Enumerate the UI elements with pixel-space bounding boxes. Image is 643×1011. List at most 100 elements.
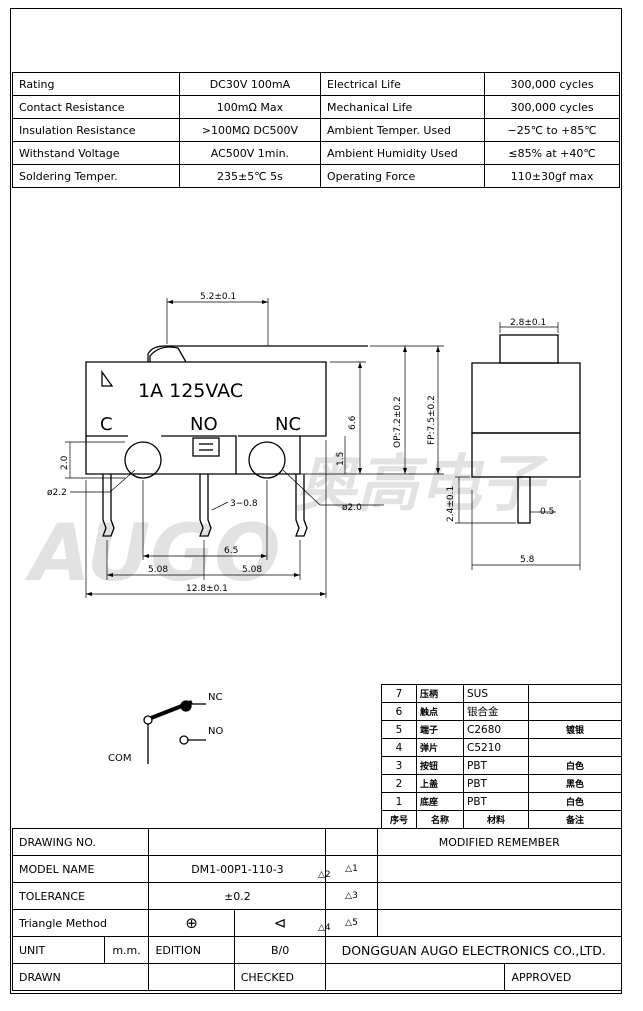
spec-cell-k1: Soldering Temper. [12, 164, 180, 188]
spec-cell-k1: Insulation Resistance [12, 118, 180, 142]
parts-cell-n: 7 [381, 684, 417, 703]
company-name: DONGGUAN AUGO ELECTRONICS CO.,LTD. [325, 936, 622, 964]
dim-2-0: 2.0 [60, 455, 70, 470]
parts-cell-n: 6 [381, 702, 417, 721]
dim-6-5: 6.5 [224, 546, 238, 556]
unit-value: m.m. [103, 936, 150, 964]
lever [147, 345, 368, 362]
parts-cell-mat: 银合金 [463, 702, 529, 721]
dim-5-08-right: 5.08 [242, 565, 262, 575]
dim-phi-2-0: ø2.0 [342, 503, 362, 513]
spec-cell-k1: Withstand Voltage [12, 141, 180, 165]
switch-drawing: AUGO 奥高电子 [24, 292, 581, 599]
parts-cell-n: 2 [381, 774, 417, 793]
projection-cone-icon: ⊲ [233, 909, 327, 937]
rev-1: △1 [325, 855, 378, 883]
parts-cell-n: 3 [381, 756, 417, 775]
spec-cell-v1: AC500V 1min. [178, 141, 322, 165]
dim-1-5: 1.5 [336, 452, 346, 466]
rev-4: △4 [318, 923, 331, 933]
tolerance-value: ±0.2 [148, 882, 327, 910]
parts-cell-remark: 白色 [528, 792, 622, 811]
dim-3: 3−0.8 [230, 499, 258, 509]
modified-remember: MODIFIED REMEMBER [376, 828, 623, 856]
parts-header-row: 序号名称材料备注 [381, 810, 622, 829]
parts-cell-name: 上盖 [416, 774, 464, 793]
parts-cell-mat: PBT [463, 756, 529, 775]
drawn-label: DRAWN [11, 963, 150, 991]
approved-label: APPROVED [504, 963, 622, 991]
terminal-c-label: C [100, 414, 113, 435]
rev-5: △5 [325, 909, 378, 937]
dim-op: OP:7.2±0.2 [393, 396, 403, 448]
triangle-method-label: Triangle Method [11, 909, 150, 937]
parts-cell-name: 弹片 [416, 738, 464, 757]
parts-cell-mat: PBT [463, 774, 529, 793]
parts-cell-remark: 镀银 [528, 720, 622, 739]
parts-cell-name: 端子 [416, 720, 464, 739]
checked-label: CHECKED [233, 963, 327, 991]
parts-cell-n: 4 [381, 738, 417, 757]
dim-6-6: 6.6 [348, 415, 358, 430]
dim-2-4: 2.4±0.1 [446, 486, 456, 522]
parts-cell-n: 序号 [381, 810, 417, 829]
spec-cell-k2: Electrical Life [319, 72, 486, 96]
parts-cell-remark [528, 738, 622, 757]
parts-cell-name: 压柄 [416, 684, 464, 703]
watermark-en: AUGO [24, 509, 281, 599]
schematic-labels: NC NO COM [108, 692, 223, 764]
dim-phi-2-2: ø2.2 [47, 488, 67, 498]
dim-0-5: 0.5 [540, 507, 554, 517]
parts-cell-mat: 材料 [463, 810, 529, 829]
parts-cell-mat: PBT [463, 792, 529, 811]
spec-cell-k2: Operating Force [319, 164, 486, 188]
edition-value: B/0 [233, 936, 327, 964]
spec-cell-v1: DC30V 100mA [178, 72, 322, 96]
parts-cell-remark [528, 702, 622, 721]
parts-cell-n: 5 [381, 720, 417, 739]
parts-cell-name: 触点 [416, 702, 464, 721]
drawing-no-label: DRAWING NO. [11, 828, 150, 856]
mount-hole-right [248, 441, 286, 479]
rev-2: △2 [318, 870, 331, 880]
model-name-label: MODEL NAME [11, 855, 150, 883]
schematic-com: COM [108, 753, 131, 764]
rating-label: 1A 125VAC [138, 380, 243, 402]
schematic-no: NO [208, 726, 223, 737]
spec-cell-k2: Mechanical Life [319, 95, 486, 119]
spec-cell-k2: Ambient Humidity Used [319, 141, 486, 165]
projection-circle-icon: ⊕ [148, 909, 235, 937]
drawing-sheet [10, 8, 622, 994]
spec-cell-v2: 300,000 cycles [484, 95, 620, 119]
dim-2-8: 2.8±0.1 [510, 318, 546, 328]
dim-5-08-left: 5.08 [148, 565, 168, 575]
schematic-nc: NC [208, 692, 222, 703]
spec-cell-v2: 110±30gf max [484, 164, 620, 188]
unit-label: UNIT [12, 936, 105, 964]
dim-5-2: 5.2±0.1 [200, 292, 236, 302]
parts-cell-name: 按钮 [416, 756, 464, 775]
side-view [471, 334, 581, 524]
parts-cell-n: 1 [381, 792, 417, 811]
parts-cell-remark: 黑色 [528, 774, 622, 793]
parts-cell-remark: 白色 [528, 756, 622, 775]
parts-cell-remark [528, 684, 622, 703]
parts-cell-mat: C2680 [463, 720, 529, 739]
spec-cell-k2: Ambient Temper. Used [319, 118, 486, 142]
spec-cell-v1: 235±5℃ 5s [178, 164, 322, 188]
terminal-nc-label: NC [275, 414, 301, 435]
tolerance-label: TOLERANCE [11, 882, 150, 910]
parts-cell-name: 底座 [416, 792, 464, 811]
